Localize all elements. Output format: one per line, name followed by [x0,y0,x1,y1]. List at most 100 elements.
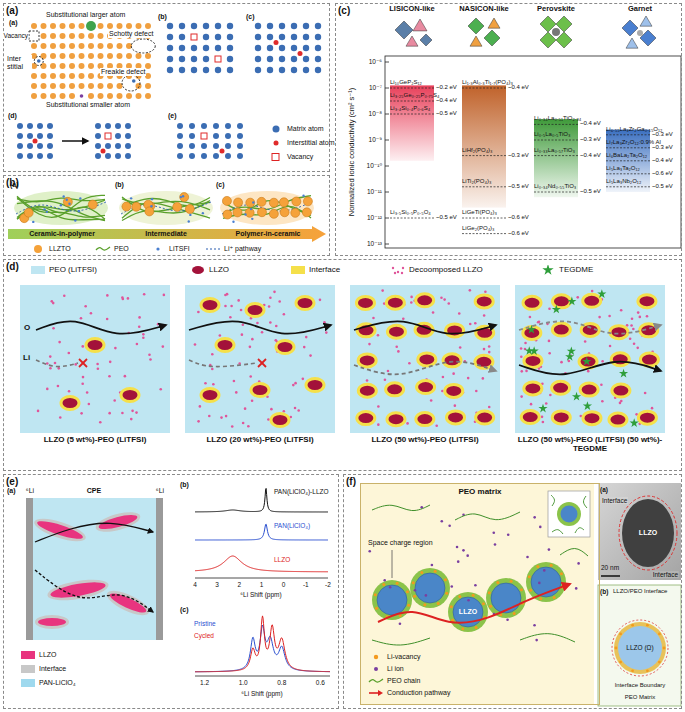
li-vacancy [631,624,634,627]
legend-text: Li ion [387,665,404,673]
li-vacancy [619,632,622,635]
legend-item: Li⁺ pathway [205,244,261,254]
electrode-label: ⁶Li [156,487,164,495]
decomposed-llzo [135,411,138,414]
matrix-atom [303,67,309,73]
particle-label: LLZO [459,608,477,616]
matrix-atom [37,123,43,129]
litfsi-dot [32,221,34,223]
li-vacancy [396,582,399,585]
matrix-atom [191,45,197,51]
matrix-atom [41,23,47,29]
llzo-particle [552,323,570,336]
decomposed-llzo [323,321,326,324]
energy-label: ~0.2 eV [436,84,457,91]
matrix-atom [117,43,123,49]
axis-title: ⁶Li Shift (ppm) [240,591,281,598]
panel-frame: (a) [3,3,330,172]
spectrum-label: LLZO [274,556,290,563]
matrix-atom [50,93,56,99]
subpanel-label: (b) [115,181,124,189]
value-tick [390,101,434,102]
subpanel-label: (a) [10,181,19,189]
crystal-polyhedron [488,18,500,28]
decomposed-llzo [211,353,214,356]
li-ion [399,622,402,625]
matrix-atom [107,93,113,99]
cpe-region [33,498,156,640]
legend-swatch [291,266,305,274]
peo-chain [17,209,105,220]
formula-label: LiHf₂(PO₄)₃ [462,147,493,154]
formula-label: Li₃.₅Si₀.₅P₀.₅O₄ [390,209,431,216]
subpanel-label: (b) [158,13,167,21]
li-electrode [156,498,163,640]
decomposed-llzo [608,315,611,318]
space-charge-shell [372,580,412,620]
tegdme-star [567,346,576,355]
legend-swatch [21,665,35,673]
decomposed-llzo [474,322,477,325]
legend-swatch [268,138,284,148]
energy-label: ~0.4 eV [580,152,601,159]
legend-swatch [368,652,384,662]
energy-label: ~0.5 eV [436,110,457,117]
energy-label: ~0.4 eV [580,120,601,127]
llzo-particle [609,413,627,426]
decomposed-llzo [482,377,485,380]
matrix-atom [126,23,132,29]
llzo-particle [377,585,407,615]
decomposed-llzo [545,402,548,405]
matrix-atom [60,73,66,79]
peo-chain [583,496,587,508]
decomposed-llzo [626,324,629,327]
legend-item: LiTSFI [150,244,190,254]
decomposed-llzo [488,406,491,409]
axis-tick [385,218,389,219]
legend-text: Li⁺ pathway [224,245,261,253]
nmr-spectrum [195,625,330,672]
matrix-atom [115,153,121,159]
value-tick [606,134,650,135]
decomposed-llzo [50,300,53,303]
litfsi-dot [202,212,204,214]
decomposed-llzo [225,415,228,418]
legend-sample [272,154,279,161]
matrix-atom [41,53,47,59]
li-ion [577,562,580,565]
value-tick [606,173,650,174]
legend-text: PEO chain [387,677,420,685]
interface-ring [614,622,666,674]
decomposed-llzo [548,340,551,343]
decomposed-llzo [483,314,486,317]
li-ion [535,639,538,642]
li-pathway [121,202,211,214]
matrix-atom [213,123,219,129]
li-vacancy [482,602,485,605]
callout-label: Interface Boundary [615,682,666,689]
composition-caption: LLZO (50 wt%)-PEO (LiTFSI) [344,436,506,445]
matrix-atom [47,133,53,139]
matrix-atom [303,45,309,51]
li-ion [457,560,460,563]
legend-text: Matrix atom [287,125,324,133]
peo-chain [17,196,105,217]
decomposed-llzo [57,367,60,370]
legend-swatch [374,655,378,659]
legend-item: TEGDME [540,265,593,275]
li-electrode [26,498,33,640]
decomposed-llzo [598,316,601,319]
decomposed-llzo [584,340,587,343]
tegdme-star [538,404,547,413]
matrix-atom [315,34,321,40]
peo-chain [372,638,430,645]
value-tick [390,114,434,115]
formula-label: LiGe₂(PO₄)₃ [462,225,495,232]
li-site [637,30,643,36]
legend-swatch [30,265,46,275]
decomposed-llzo [97,367,100,370]
axis-tick-label: 10⁻⁷ [369,84,382,91]
legend-text: TEGDME [559,266,593,275]
li-vacancy [382,583,385,586]
decomposed-llzo [52,327,55,330]
